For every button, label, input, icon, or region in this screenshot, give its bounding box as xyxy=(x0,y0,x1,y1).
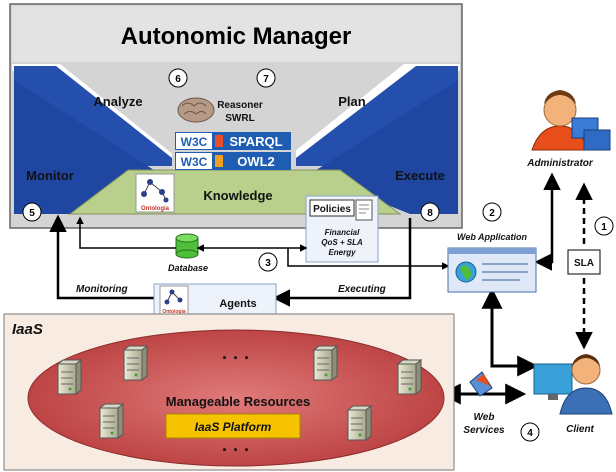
brain-icon xyxy=(177,97,215,123)
sparql-label: SPARQL xyxy=(229,134,282,149)
policies-box: Policies Financial QoS + SLA Energy xyxy=(305,195,379,263)
server-icon xyxy=(122,344,149,382)
svg-text:3: 3 xyxy=(265,258,271,269)
execute-label: Execute xyxy=(395,168,445,183)
svg-text:4: 4 xyxy=(527,428,533,439)
agents-label: Agents xyxy=(219,298,256,310)
iaas-area: IaaS Manageable Resources IaaS Platform … xyxy=(3,313,455,471)
am-title: Autonomic Manager xyxy=(121,23,352,50)
ontologia-label: Ontologia xyxy=(141,206,170,212)
web-application-label: Web Application xyxy=(457,232,528,242)
executing-label: Executing xyxy=(338,284,386,295)
manageable-resources-label: Manageable Resources xyxy=(166,394,311,409)
ontologia-icon: Ontologia xyxy=(162,289,186,315)
reasoner-label: Reasoner xyxy=(217,100,263,111)
step-7: 7 xyxy=(256,68,276,88)
policies-title: Policies xyxy=(313,204,351,215)
autonomic-manager: Autonomic Manager Analyze Plan Monitor E… xyxy=(9,3,463,229)
server-icon xyxy=(56,358,83,396)
server-icon xyxy=(98,402,125,440)
step-6: 6 xyxy=(168,68,188,88)
monitoring-label: Monitoring xyxy=(76,284,128,295)
owl2-label: OWL2 xyxy=(237,154,275,169)
svg-text:7: 7 xyxy=(263,74,269,85)
ontologia-icon: Ontologia xyxy=(135,173,175,213)
web-services-icon xyxy=(469,371,493,397)
w3c-logo: W3C xyxy=(181,155,208,169)
policy-financial: Financial xyxy=(325,228,360,237)
client-label: Client xyxy=(566,424,594,435)
administrator-label: Administrator xyxy=(526,158,594,169)
plan-label: Plan xyxy=(338,94,366,109)
iaas-platform xyxy=(165,413,301,439)
w3c-logo: W3C xyxy=(181,135,208,149)
database-label: Database xyxy=(168,263,208,273)
svg-text:8: 8 xyxy=(427,208,433,219)
document-pen-icon xyxy=(355,199,373,221)
sla-label: SLA xyxy=(574,258,594,269)
step-8: 8 xyxy=(420,202,440,222)
ellipsis-bottom: · · · xyxy=(222,440,250,460)
sla-box: SLA xyxy=(567,249,601,275)
step-2: 2 xyxy=(482,202,502,222)
web-services-label-line1: Web xyxy=(474,412,495,423)
step-4: 4 xyxy=(520,422,540,442)
w3c-owl2-badge: W3C OWL2 xyxy=(175,152,291,170)
step-1: 1 xyxy=(594,216,614,236)
ellipsis-top: · · · xyxy=(222,348,250,368)
iaas-label: IaaS xyxy=(12,321,43,338)
iaas-platform-label: IaaS Platform xyxy=(195,420,272,434)
analyze-label: Analyze xyxy=(93,94,142,109)
policy-qos-sla: QoS + SLA xyxy=(321,238,363,247)
w3c-sparql-badge: W3C SPARQL xyxy=(175,132,291,150)
server-icon xyxy=(346,404,373,442)
step-5: 5 xyxy=(22,202,42,222)
web-application-window xyxy=(447,247,537,293)
administrator-icon xyxy=(531,90,611,151)
database-icon xyxy=(175,233,199,259)
servers xyxy=(56,344,423,442)
server-icon xyxy=(312,344,339,382)
web-services-label-line2: Services xyxy=(463,425,505,436)
svg-text:2: 2 xyxy=(489,208,495,219)
svg-text:1: 1 xyxy=(601,222,607,233)
svg-text:Ontologia: Ontologia xyxy=(162,309,186,315)
knowledge-label: Knowledge xyxy=(203,188,272,203)
svg-text:6: 6 xyxy=(175,74,181,85)
step-3: 3 xyxy=(258,252,278,272)
policy-energy: Energy xyxy=(328,248,356,257)
server-icon xyxy=(396,358,423,396)
swrl-label: SWRL xyxy=(225,113,254,124)
client-icon xyxy=(533,354,613,415)
svg-text:5: 5 xyxy=(29,208,35,219)
monitor-label: Monitor xyxy=(26,168,74,183)
